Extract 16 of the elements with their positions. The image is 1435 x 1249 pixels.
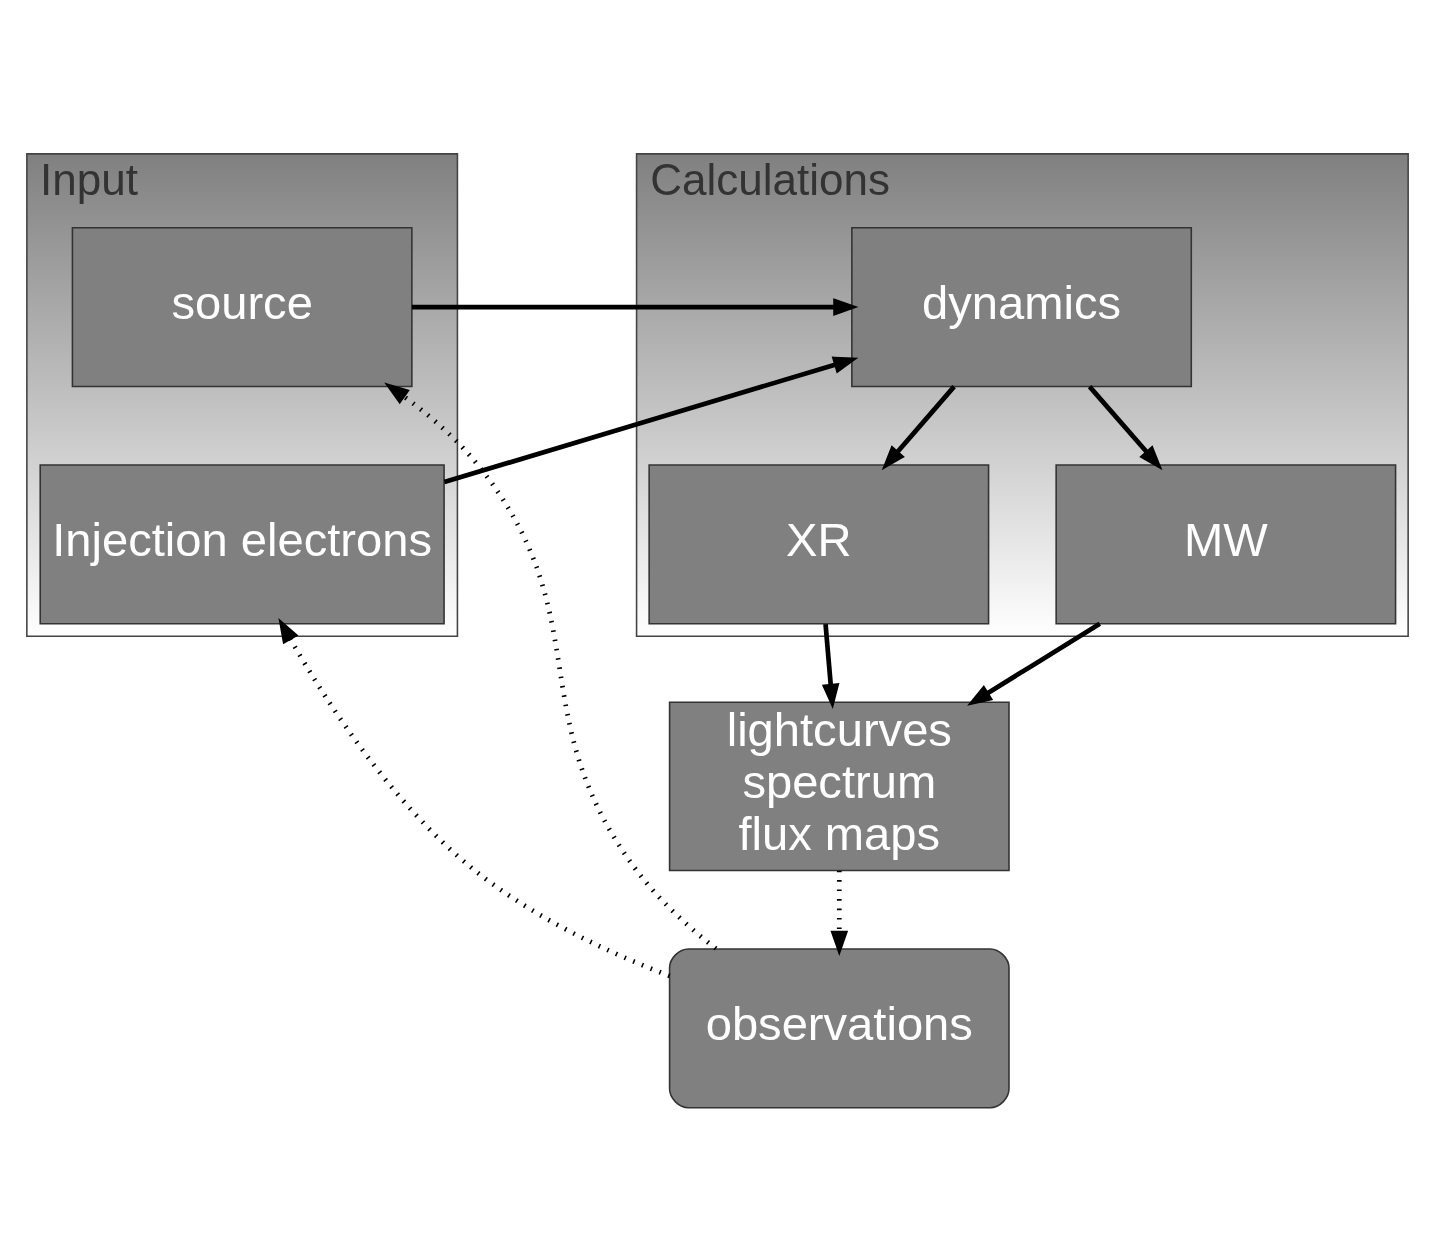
node-box: lightcurves spectrum flux maps — [668, 701, 1010, 872]
arrow — [830, 870, 849, 956]
arrow — [967, 621, 1102, 706]
arrow — [1087, 385, 1163, 471]
arrow — [384, 382, 718, 951]
arrow — [821, 623, 840, 709]
node-box: observations — [668, 948, 1010, 1109]
node-box: source — [71, 226, 413, 388]
arrow — [278, 617, 671, 979]
arrow — [443, 356, 859, 485]
node-box: MW — [1055, 464, 1397, 625]
node-box: Injection electrons — [39, 464, 445, 625]
arrow — [881, 385, 956, 471]
node-box: XR — [648, 464, 990, 625]
arrow — [411, 298, 859, 316]
node-box: dynamics — [851, 226, 1193, 388]
